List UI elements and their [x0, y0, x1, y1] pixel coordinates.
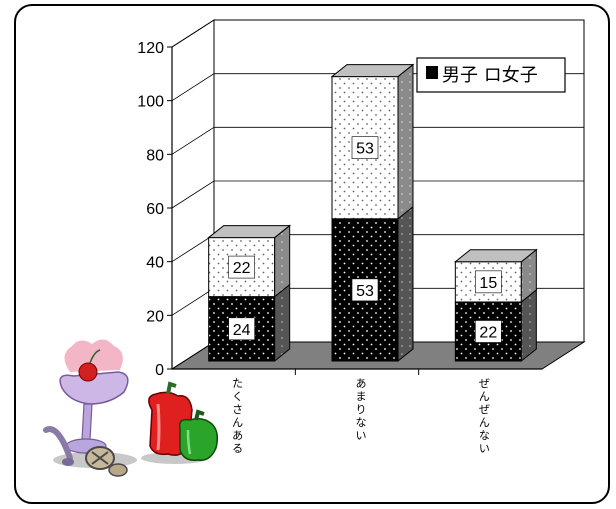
y-tick-label: 20 — [146, 308, 164, 325]
bar-segment-side — [397, 63, 414, 220]
category-label: ぜんぜんない — [479, 377, 490, 455]
data-label-box — [475, 270, 502, 294]
ice-cream-sundae-icon — [43, 339, 137, 477]
bar-top-face — [453, 249, 538, 263]
data-label: 22 — [233, 260, 251, 277]
legend-box — [416, 57, 566, 93]
data-label: 53 — [356, 141, 374, 158]
bar-top-face — [330, 64, 415, 78]
data-label-box — [228, 317, 255, 341]
y-tick-label: 100 — [137, 94, 164, 111]
y-tick-label: 80 — [146, 147, 164, 164]
gridline — [171, 126, 584, 155]
data-label-box — [351, 278, 379, 302]
y-tick-label: 40 — [146, 255, 164, 272]
bars: 24 22 53 53 22 15 — [207, 63, 538, 363]
bar-segment-side — [397, 205, 414, 363]
y-tick-label: 0 — [155, 362, 164, 379]
data-label: 22 — [479, 324, 497, 341]
data-label: 24 — [233, 322, 251, 339]
data-label-box — [228, 255, 255, 279]
category-labels: たくさんある あまりない ぜんぜんない — [172, 368, 542, 455]
data-label: 53 — [356, 283, 374, 300]
gridline — [171, 180, 584, 209]
bar-top-face — [207, 225, 292, 239]
legend: 男子 ロ女子 — [416, 57, 566, 93]
data-label-box — [475, 320, 502, 343]
category-label: たくさんある — [232, 377, 243, 455]
bar-segment-side — [274, 283, 291, 363]
data-label: 15 — [479, 275, 497, 292]
data-label-box — [351, 136, 379, 159]
y-tick-label: 120 — [137, 40, 164, 57]
y-tick-label: 60 — [146, 201, 164, 218]
legend-text: 男子 ロ女子 — [442, 65, 538, 86]
gridline — [171, 19, 584, 48]
category-label: あまりない — [356, 377, 367, 442]
y-axis-ticks: 0 20 40 60 80 100 120 — [137, 40, 173, 379]
legend-swatch-boys — [426, 66, 438, 79]
bell-peppers-icon — [141, 381, 219, 464]
